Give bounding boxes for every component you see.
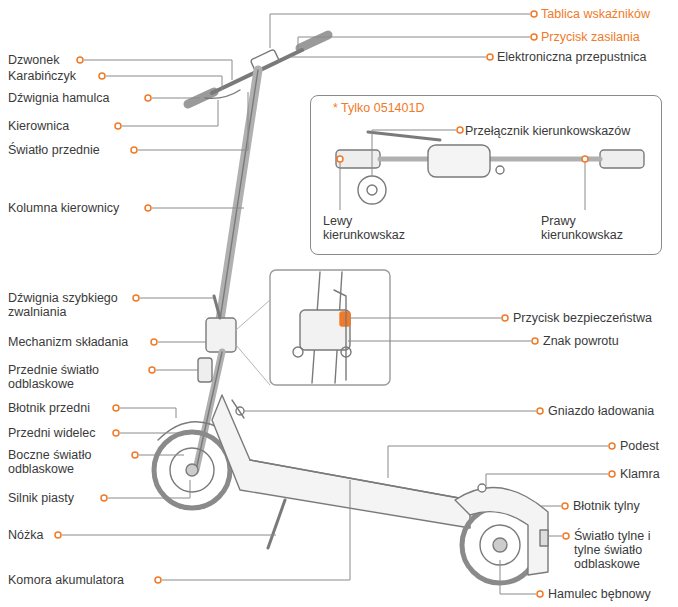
part-label: Światło tylne i tylne światło odblaskowe: [574, 529, 678, 571]
part-label: Gniazdo ładowania: [548, 404, 678, 418]
part-label: Elektroniczna przepustnica: [497, 50, 677, 64]
part-label: Dźwignia hamulca: [8, 91, 148, 105]
part-label: Hamulec bębnowy: [548, 587, 678, 601]
part-label: Kierownica: [8, 119, 118, 133]
part-label: Światło przednie: [8, 143, 133, 157]
part-label: Przycisk zasilania: [541, 30, 676, 44]
part-label: Przednie światło odblaskowe: [8, 363, 148, 391]
part-label: Przycisk bezpieczeństwa: [513, 311, 678, 325]
part-label: Błotnik tylny: [573, 499, 678, 513]
part-label: Lewy kierunkowskaz: [323, 214, 423, 242]
part-label: Dźwignia szybkiego zwalniania: [8, 291, 136, 319]
part-label: Znak powrotu: [543, 334, 673, 348]
part-label: Podest: [620, 439, 678, 453]
part-label: Tablica wskaźników: [541, 7, 676, 21]
part-label: Komora akumulatora: [8, 573, 158, 587]
inset-box: * Tylko 051401D Przełącznik kierunkowskaz…: [310, 95, 662, 255]
part-label: Nóżka: [8, 528, 58, 542]
part-label: Boczne światło odblaskowe: [8, 448, 133, 476]
inset-title: * Tylko 051401D: [333, 101, 483, 115]
part-label: Przełącznik kierunkowskazów: [465, 124, 655, 138]
part-label: Mechanizm składania: [8, 335, 153, 349]
part-label: Przedni widelec: [8, 426, 118, 440]
part-label: Dzwonek: [8, 53, 88, 67]
part-label: Błotnik przedni: [8, 401, 118, 415]
part-label: Silnik piasty: [8, 491, 108, 505]
part-label: Prawy kierunkowskaz: [541, 214, 641, 242]
part-label: Klamra: [620, 467, 678, 481]
part-label: Karabińczyk: [8, 69, 103, 83]
part-label: Kolumna kierownicy: [8, 201, 148, 215]
